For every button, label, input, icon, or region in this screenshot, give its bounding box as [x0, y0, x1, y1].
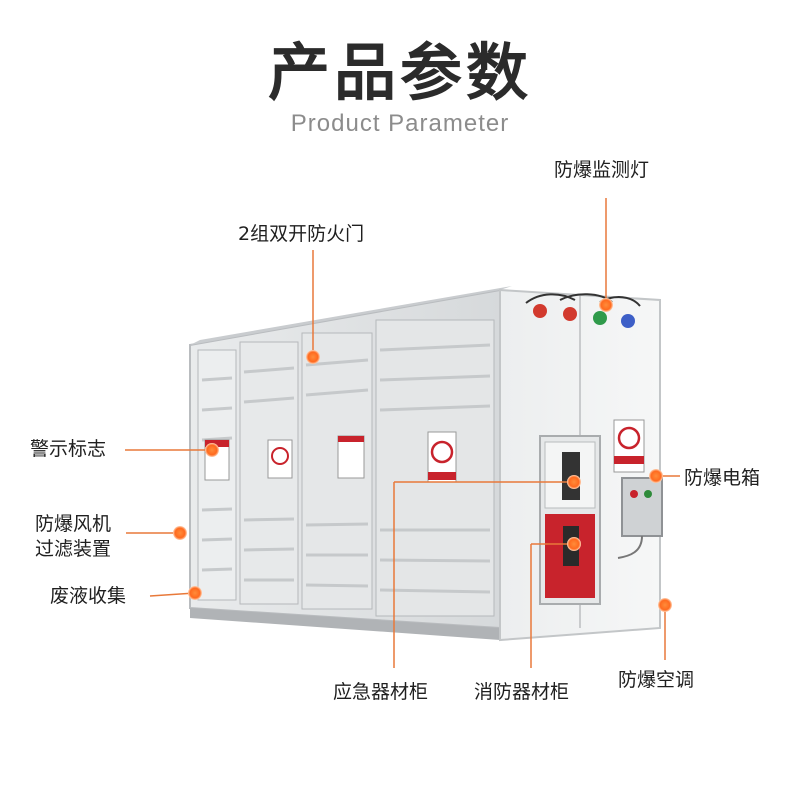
explosion-proof-electric-box [617, 477, 663, 559]
page-title: 产品参数 [267, 36, 532, 109]
marker-fire [567, 537, 581, 551]
warning-signs [204, 419, 645, 483]
marker-box [649, 469, 663, 483]
marker-doors [306, 350, 320, 364]
equipment-cabinets [539, 435, 601, 605]
callout-markers [173, 298, 672, 612]
label-emergency-cabinet: 应急器材柜 [333, 681, 429, 703]
marker-signs [205, 443, 219, 457]
label-warning-signs: 警示标志 [30, 438, 107, 460]
label-fan-filter-line2: 过滤装置 [35, 538, 112, 560]
label-fire-doors: 2组双开防火门 [238, 223, 365, 245]
explosion-proof-lamps [525, 293, 641, 328]
label-explosion-proof-box: 防爆电箱 [684, 467, 761, 489]
label-fire-cabinet: 消防器材柜 [474, 681, 570, 703]
page-subtitle: Product Parameter [290, 110, 510, 137]
label-fan-filter-line1: 防爆风机 [35, 513, 112, 535]
label-explosion-proof-ac: 防爆空调 [618, 669, 695, 691]
marker-waste [188, 586, 202, 600]
marker-lamp [599, 298, 613, 312]
marker-ac [658, 598, 672, 612]
marker-emergency [567, 475, 581, 489]
label-waste-liquid: 废液收集 [50, 585, 127, 607]
marker-fan [173, 526, 187, 540]
label-explosion-proof-lamp: 防爆监测灯 [554, 159, 650, 181]
